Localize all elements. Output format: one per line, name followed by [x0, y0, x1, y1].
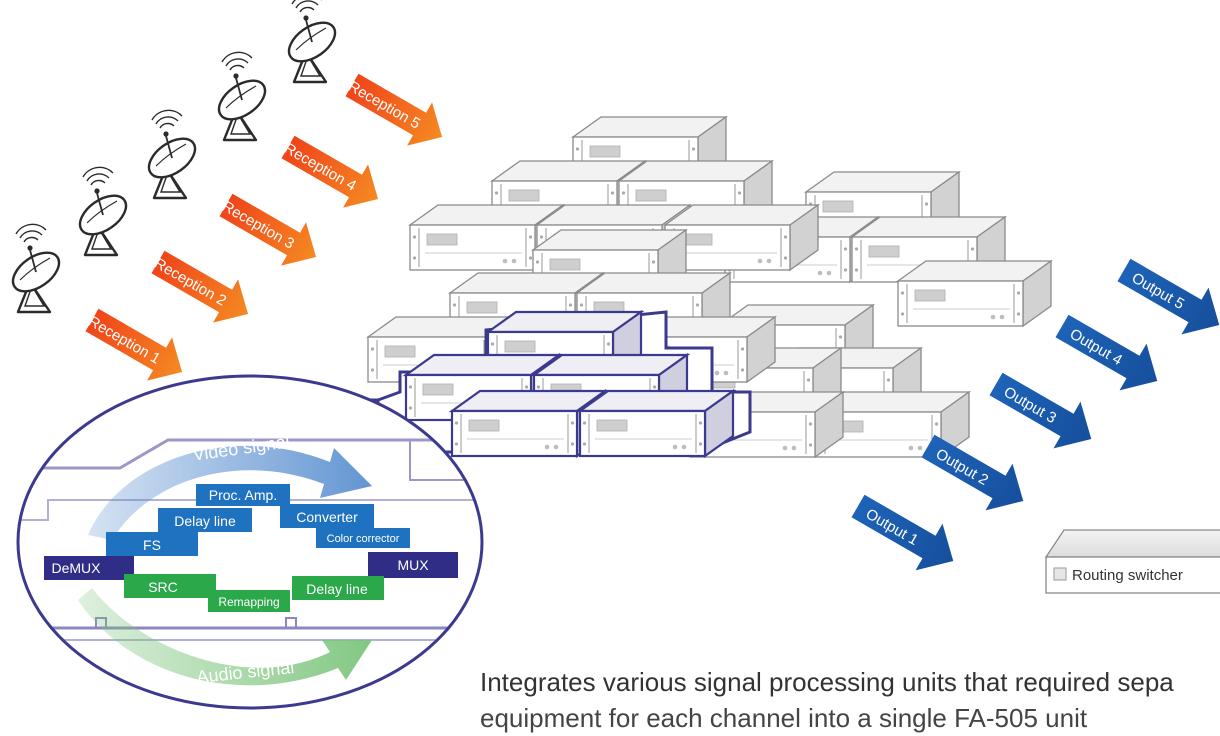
svg-text:Converter: Converter	[296, 509, 358, 525]
reception-arrow-3: Reception 3	[212, 182, 329, 278]
module-remapping: Remapping	[208, 590, 290, 612]
output-arrow-2: Output 2	[915, 423, 1037, 525]
svg-text:DeMUX: DeMUX	[51, 560, 101, 576]
output-arrow-1: Output 1	[845, 483, 967, 585]
svg-text:Color corrector: Color corrector	[327, 533, 400, 545]
svg-text:Remapping: Remapping	[218, 595, 279, 609]
reception-arrow-5: Reception 5	[338, 62, 455, 158]
output-arrow-3: Output 3	[983, 361, 1105, 463]
reception-arrow-2: Reception 2	[144, 239, 261, 335]
module-demux: DeMUX	[44, 556, 134, 580]
module-delay-line-video: Delay line	[158, 508, 252, 532]
module-converter: Converter	[280, 504, 374, 528]
satellite-dish-icon	[212, 52, 272, 140]
routing-switcher-label: Routing switcher	[1072, 567, 1183, 584]
module-proc-amp: Proc. Amp.	[196, 484, 290, 506]
satellite-dish-icon	[73, 167, 133, 255]
module-fs: FS	[106, 532, 198, 556]
satellite-dish-icon	[6, 224, 66, 312]
module-delay-line-audio: Delay line	[292, 576, 384, 600]
caption-line-1: Integrates various signal processing uni…	[480, 664, 1220, 700]
caption-line-2: equipment for each channel into a single…	[480, 700, 1220, 736]
satellite-dish-icon	[282, 0, 342, 82]
satellite-dish-icon	[142, 110, 202, 198]
module-src: SRC	[124, 574, 216, 598]
svg-text:Proc. Amp.: Proc. Amp.	[209, 487, 277, 503]
svg-text:SRC: SRC	[148, 579, 178, 595]
module-mux: MUX	[368, 552, 458, 578]
output-arrow-4: Output 4	[1049, 303, 1171, 405]
switcher-indicator-icon	[1054, 568, 1066, 580]
module-color-corrector: Color corrector	[316, 528, 410, 548]
reception-arrow-4: Reception 4	[274, 124, 391, 220]
svg-text:Delay line: Delay line	[306, 581, 368, 597]
description-caption: Integrates various signal processing uni…	[480, 664, 1220, 713]
svg-text:Delay line: Delay line	[174, 513, 236, 529]
svg-text:FS: FS	[143, 537, 161, 553]
routing-switcher: Routing switcher	[1046, 530, 1220, 593]
svg-text:MUX: MUX	[397, 557, 429, 573]
signal-processing-diagram: Reception 1 Reception 2 Reception 3 Rece…	[0, 0, 1220, 713]
output-arrow-5: Output 5	[1111, 247, 1220, 349]
reception-arrow-1: Reception 1	[78, 297, 195, 393]
